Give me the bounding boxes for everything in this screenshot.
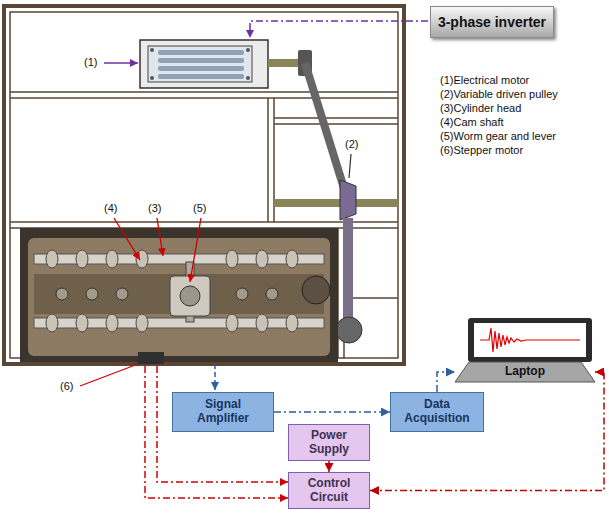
- part-name: (4)Cam shaft: [440, 116, 504, 129]
- electrical-motor: [140, 40, 268, 88]
- pulley-shaft: [274, 199, 398, 207]
- inverter-box: 3-phase inverter: [430, 6, 554, 38]
- cam-lobe: [136, 314, 148, 332]
- part-name: (1)Electrical motor: [440, 74, 529, 87]
- sensor-wire: [214, 364, 216, 390]
- callout-number: (3): [148, 202, 161, 215]
- leader-line: [104, 62, 138, 64]
- control-box: Control Circuit: [288, 472, 370, 509]
- callout-number: (1): [84, 56, 97, 69]
- motor-body: [148, 46, 252, 82]
- part-name: (2)Variable driven pulley: [440, 88, 558, 101]
- motor-fin: [158, 58, 244, 63]
- leader-line: [114, 218, 140, 260]
- stepper-wire: [145, 366, 288, 498]
- motor-bolt: [150, 76, 154, 80]
- callout-number: (6): [60, 380, 73, 393]
- variable-driven-pulley: [340, 180, 356, 220]
- frame-bar: [10, 92, 398, 358]
- power-box: Power Supply: [288, 424, 370, 461]
- cam-lobe: [46, 314, 58, 332]
- node-text: 3-phase inverter: [438, 14, 546, 30]
- worm-gear-hub: [180, 286, 200, 306]
- frame-inner: [10, 12, 398, 358]
- drive-belt: [305, 63, 347, 198]
- stepper-wire: [157, 366, 288, 482]
- motor-fin: [158, 50, 244, 55]
- motor-bolt: [246, 76, 250, 80]
- callout-number: (5): [193, 202, 206, 215]
- valve-spring: [56, 288, 68, 300]
- chain-gear: [302, 276, 330, 304]
- node-text: Laptop: [505, 365, 545, 379]
- cam-lobe: [256, 250, 268, 268]
- callout-number: (2): [345, 138, 358, 151]
- cam-belt: [343, 218, 353, 330]
- cam-lobe: [136, 250, 148, 268]
- cam-lobe: [286, 250, 298, 268]
- node-text: Data Acquisition: [396, 398, 478, 426]
- valve-spring: [266, 288, 278, 300]
- valve-spring: [116, 288, 128, 300]
- cam-pulley: [336, 317, 362, 343]
- signal-waveform: [480, 328, 580, 352]
- part-name: (6)Stepper motor: [440, 144, 523, 157]
- cam-lobe: [76, 250, 88, 268]
- motor-bolt: [150, 48, 154, 52]
- cam-lobe: [76, 314, 88, 332]
- connector-arrow: [437, 372, 455, 392]
- part-name: (5)Worm gear and lever: [440, 130, 556, 143]
- motor-fin: [158, 74, 244, 79]
- connector-arrow: [370, 372, 604, 491]
- process-box: Signal Amplifier: [172, 392, 274, 432]
- node-text: Control Circuit: [294, 477, 364, 505]
- laptop-screen: [474, 323, 586, 357]
- valve-spring: [236, 288, 248, 300]
- callout-number: (4): [104, 202, 117, 215]
- process-box: Data Acquisition: [390, 392, 484, 432]
- power-feed-line: [250, 21, 428, 38]
- leader-line: [190, 218, 201, 282]
- photo-background: [20, 228, 338, 362]
- node-text: Signal Amplifier: [178, 398, 268, 426]
- cam-lobe: [46, 250, 58, 268]
- cam-lobe: [226, 250, 238, 268]
- laptop-base: Laptop: [455, 362, 595, 382]
- part-name: (3)Cylinder head: [440, 102, 521, 115]
- stepper-motor: [138, 352, 164, 364]
- motor-bolt: [246, 48, 250, 52]
- cam-lobe: [286, 314, 298, 332]
- leader-line: [349, 154, 351, 178]
- leader-line: [157, 218, 163, 256]
- motor-shaft: [268, 59, 298, 67]
- test-rig-frame: [4, 6, 404, 364]
- node-text: Power Supply: [294, 429, 364, 457]
- cam-lobe: [106, 250, 118, 268]
- cam-lobe: [256, 314, 268, 332]
- cam-lobe: [106, 314, 118, 332]
- valve-spring: [86, 288, 98, 300]
- cam-lobe: [226, 314, 238, 332]
- cylinder-head: [28, 238, 330, 356]
- leader-line: [80, 364, 138, 386]
- connector-arrow: [328, 461, 330, 472]
- connector-arrow: [274, 411, 390, 413]
- motor-fin: [158, 66, 244, 71]
- laptop-base-outline: [455, 362, 595, 382]
- laptop-bezel: [468, 318, 592, 362]
